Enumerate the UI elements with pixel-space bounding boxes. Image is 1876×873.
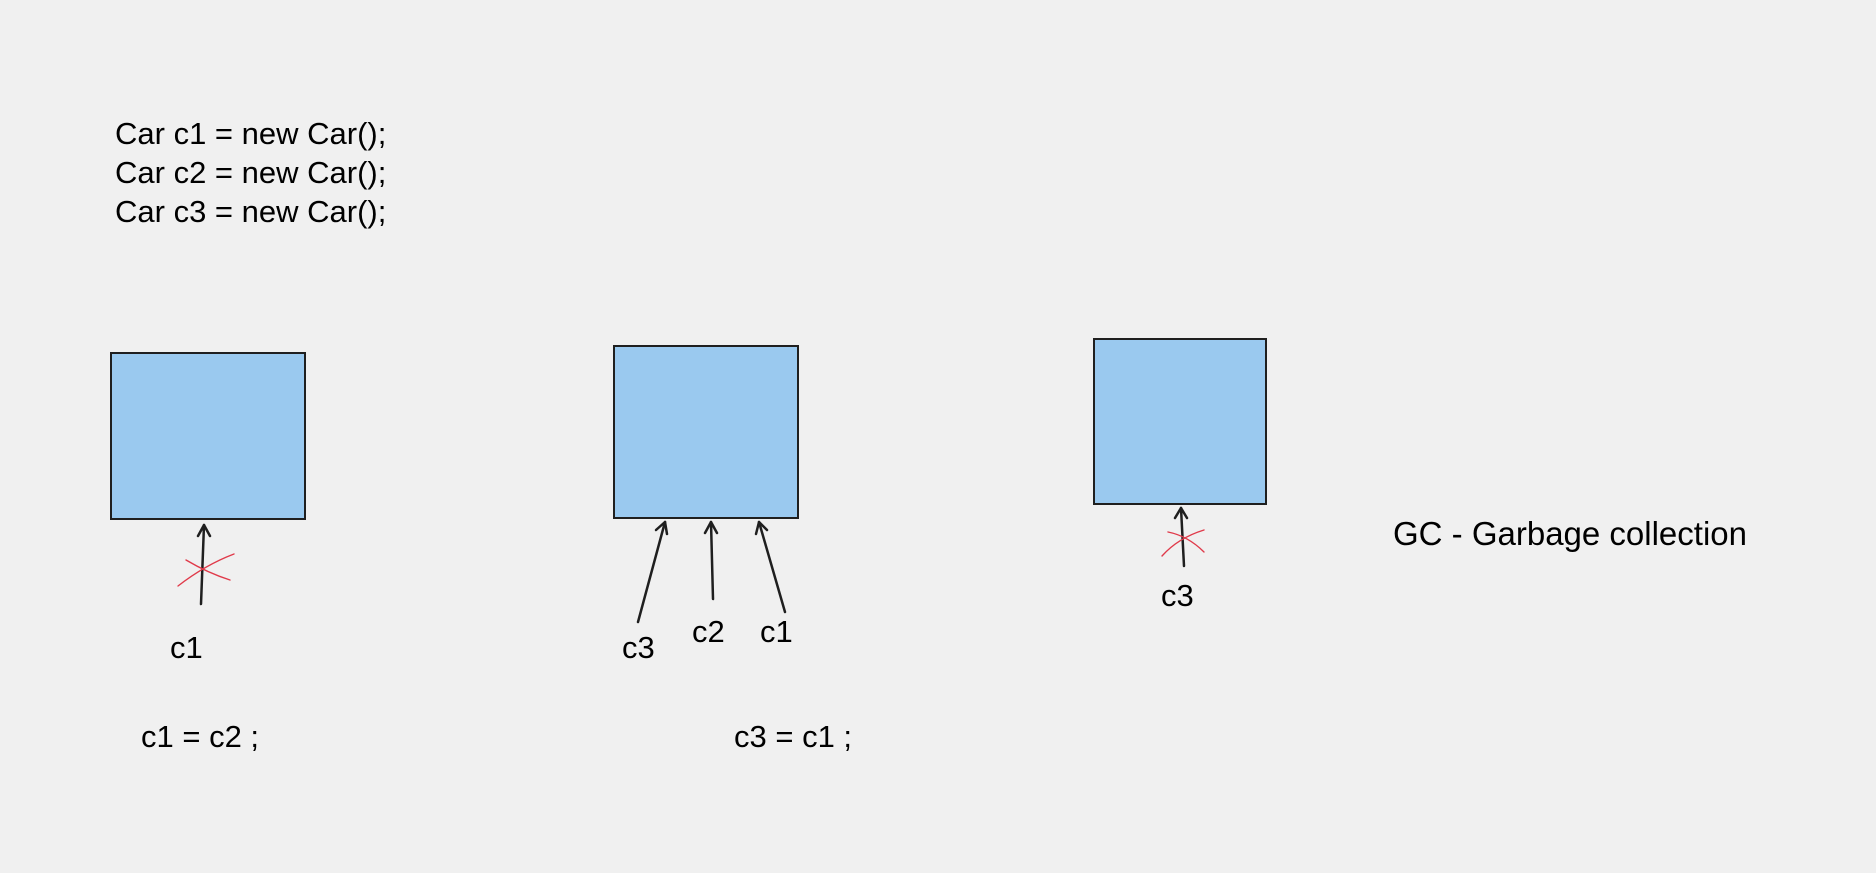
label-obj2-c1: c1	[760, 614, 793, 649]
arrow-obj2-c2	[703, 520, 719, 601]
arrow-obj2-c3	[636, 520, 669, 624]
code-block: Car c1 = new Car(); Car c2 = new Car(); …	[115, 114, 386, 231]
car-object-3-box	[1093, 338, 1267, 505]
car-object-1-box	[110, 352, 306, 520]
arrow-obj1-c1	[196, 523, 212, 606]
label-obj3-c3: c3	[1161, 578, 1194, 613]
statement-c3-equals-c1: c3 = c1 ;	[734, 719, 853, 754]
car-object-2-box	[613, 345, 799, 519]
label-obj2-c3: c3	[622, 630, 655, 665]
label-obj2-c2: c2	[692, 614, 725, 649]
gc-note: GC - Garbage collection	[1393, 515, 1747, 552]
cross-out-obj1-c1	[177, 553, 235, 587]
cross-out-obj3-c3	[1161, 529, 1205, 557]
code-line-c1: Car c1 = new Car();	[115, 116, 387, 151]
arrow-obj2-c1	[754, 520, 787, 614]
label-obj1-c1: c1	[170, 630, 203, 665]
code-line-c2: Car c2 = new Car();	[115, 155, 387, 190]
statement-c1-equals-c2: c1 = c2 ;	[141, 719, 260, 754]
code-line-c3: Car c3 = new Car();	[115, 194, 387, 229]
